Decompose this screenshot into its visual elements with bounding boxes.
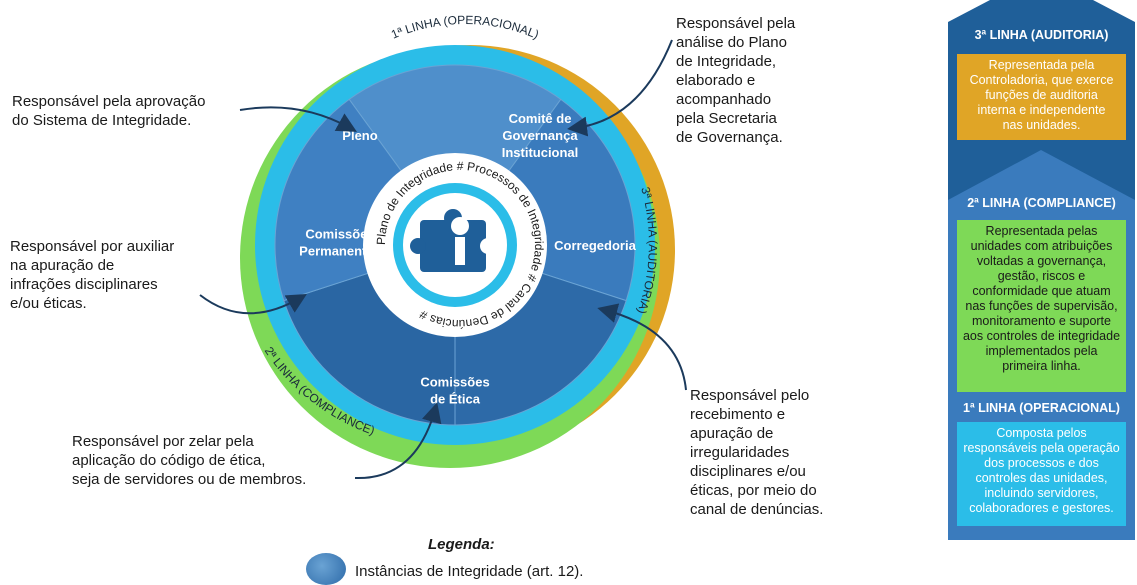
panel-linha3-text-line: Controladoria, que exerce bbox=[969, 73, 1114, 87]
annotation-permanentes: Responsável por auxiliar na apuração de in… bbox=[10, 237, 174, 313]
segment-label-line: de Ética bbox=[430, 392, 481, 407]
annotations-corregedoria-line: apuração de bbox=[690, 425, 774, 442]
legend-swatch bbox=[306, 553, 346, 585]
annotations-permanentes-line: infrações disciplinares bbox=[10, 276, 158, 293]
panel-linha2-text-line: nas funções de supervisão, bbox=[965, 299, 1118, 313]
annotations-comite-line: acompanhado bbox=[676, 91, 772, 108]
panel-linha3-text-line: nas unidades. bbox=[1002, 118, 1081, 132]
panel-linha2-text-line: gestão, riscos e bbox=[997, 269, 1086, 283]
annotation-corregedoria: Responsável pelo recebimento e apuração de… bbox=[690, 386, 823, 519]
arrow-permanentes bbox=[199, 293, 307, 315]
panel-linha1-text-line: incluindo servidores, bbox=[984, 486, 1099, 500]
annotations-corregedoria-line: irregularidades bbox=[690, 444, 790, 461]
annotations-etica-line: Responsável por zelar pela bbox=[72, 433, 254, 450]
panel-linha2-text-line: conformidade que atuam bbox=[972, 284, 1111, 298]
panel-linha1-text-line: controles das unidades, bbox=[975, 471, 1108, 485]
annotation-etica: Responsável por zelar pela aplicação do c… bbox=[72, 432, 306, 489]
annotations-permanentes-line: e/ou éticas. bbox=[10, 295, 87, 312]
arrow-pleno bbox=[239, 106, 357, 132]
segment-label-line: Permanentes bbox=[299, 244, 381, 259]
annotations-pleno-line: Responsável pela aprovação bbox=[12, 93, 206, 110]
segment-label-line: Comissões bbox=[420, 375, 489, 390]
annotations-comite-line: análise do Plano bbox=[676, 34, 787, 51]
label-linha1: 1ª LINHA (OPERACIONAL) bbox=[389, 13, 541, 42]
annotations-permanentes-line: Responsável por auxiliar bbox=[10, 238, 175, 255]
panel-linha1-text-line: responsáveis pela operação bbox=[963, 441, 1120, 455]
panel-title-linha1: 1ª LINHA (OPERACIONAL) bbox=[963, 401, 1120, 415]
legend-title: Legenda: bbox=[428, 536, 495, 553]
panel-linha2-text-line: voltadas a governança, bbox=[976, 254, 1107, 268]
panel-linha2-text-line: Representada pelas bbox=[985, 224, 1098, 238]
annotations-comite-line: Responsável pela bbox=[676, 15, 796, 32]
annotations-comite-line: pela Secretaria bbox=[676, 110, 777, 127]
annotations-comite-line: elaborado e bbox=[676, 72, 756, 89]
segment-label-line: Pleno bbox=[342, 128, 377, 143]
panel-linha1-text-line: Composta pelos bbox=[996, 426, 1087, 440]
arrow-comite bbox=[567, 39, 673, 137]
segment-label-line: Institucional bbox=[502, 145, 579, 160]
panel-linha3-text-line: interna e independente bbox=[977, 103, 1106, 117]
panel-linha1-text-line: dos processos e dos bbox=[984, 456, 1099, 470]
panel-linha2-text-line: aos controles de integridade bbox=[962, 329, 1121, 343]
segment-label-corregedoria: Corregedoria bbox=[554, 238, 636, 253]
annotations-corregedoria-line: recebimento e bbox=[690, 406, 786, 423]
panel-linha2-text-line: implementados pela bbox=[985, 344, 1098, 358]
annotations-etica-line: aplicação do código de ética, bbox=[72, 452, 266, 469]
legend-item: Instâncias de Integridade (art. 12). bbox=[355, 563, 584, 580]
annotations-pleno-line: do Sistema de Integridade. bbox=[12, 112, 192, 129]
arrow-etica bbox=[354, 402, 442, 480]
segment-label-line: Comissões bbox=[305, 227, 374, 242]
puzzle-logo-icon bbox=[410, 209, 496, 272]
panel-linha2-text-line: unidades com atribuições bbox=[970, 239, 1113, 253]
arrow-corregedoria bbox=[597, 303, 687, 391]
segment-label-line: Comitê de bbox=[509, 111, 572, 126]
segment-label-line: Corregedoria bbox=[554, 238, 636, 253]
annotations-corregedoria-line: disciplinares e/ou bbox=[690, 463, 806, 480]
annotations-etica-line: seja de servidores ou de membros. bbox=[72, 471, 307, 488]
annotations-corregedoria-line: canal de denúncias. bbox=[690, 501, 824, 518]
panel-linha2-text-line: monitoramento e suporte bbox=[972, 314, 1111, 328]
annotations-comite-line: de Governança. bbox=[676, 129, 783, 146]
panel-linha3-text-line: funções de auditoria bbox=[985, 88, 1098, 102]
annotation-comite: Responsável pela análise do Plano de Integ… bbox=[676, 14, 795, 147]
annotations-corregedoria-line: éticas, por meio do bbox=[690, 482, 817, 499]
panel-linha3-text-line: Representada pela bbox=[988, 58, 1095, 72]
panel-linha2-text-line: primeira linha. bbox=[1002, 359, 1081, 373]
annotations-permanentes-line: na apuração de bbox=[10, 257, 115, 274]
panel-title-linha2: 2ª LINHA (COMPLIANCE) bbox=[967, 196, 1116, 210]
annotation-pleno: Responsável pela aprovação do Sistema de … bbox=[12, 92, 205, 130]
panel-title-linha3: 3ª LINHA (AUDITORIA) bbox=[974, 28, 1109, 42]
panel-linha1-text-line: colaboradores e gestores. bbox=[969, 501, 1114, 515]
annotations-corregedoria-line: Responsável pelo bbox=[690, 387, 810, 404]
annotations-comite-line: de Integridade, bbox=[676, 53, 777, 70]
segment-label-etica: Comissões de Ética bbox=[420, 375, 489, 407]
segment-label-line: Governança bbox=[502, 128, 578, 143]
segment-label-pleno: Pleno bbox=[342, 128, 377, 143]
